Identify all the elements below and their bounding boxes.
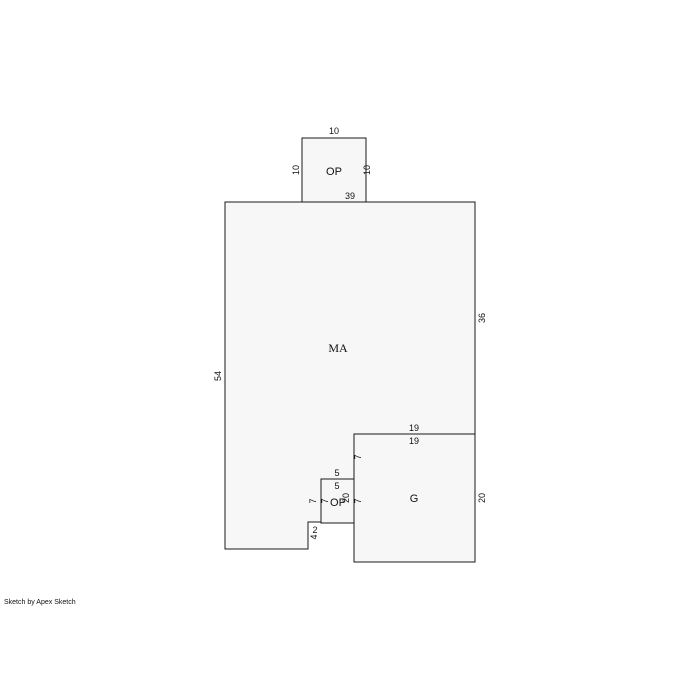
small-porch-top-outer-dimension: 5: [334, 468, 339, 478]
garage-right-dimension: 20: [477, 493, 487, 503]
garage-left-upper-dimension: 7: [353, 454, 363, 459]
small-porch-right-dimension-a: 7: [320, 498, 330, 503]
top-porch-label: OP: [326, 166, 342, 178]
garage-top-outer-dimension: 19: [409, 423, 419, 433]
top-porch-outline: [301, 137, 367, 203]
garage-outline: [353, 433, 476, 563]
sketch-credit: Sketch by Apex Sketch: [4, 599, 76, 606]
step-width-dimension: 2: [312, 525, 317, 535]
garage-label: G: [410, 493, 419, 505]
garage-left-lower-dimension: 7: [353, 498, 363, 503]
step-height-dimension: 4: [309, 534, 319, 539]
main-area-label: MA: [328, 341, 348, 355]
small-porch-label: OP: [330, 497, 346, 509]
top-porch-width-dimension: 10: [329, 126, 339, 136]
small-porch-left-dimension: 7: [308, 498, 318, 503]
small-porch-outline: [320, 478, 355, 524]
top-porch-right-dimension: 10: [362, 165, 372, 175]
small-porch-top-inner-dimension: 5: [334, 481, 339, 491]
main-right-dimension: 36: [477, 313, 487, 323]
main-top-dimension: 39: [345, 191, 355, 201]
top-porch-left-dimension: 10: [291, 165, 301, 175]
garage-top-inner-dimension: 19: [409, 436, 419, 446]
main-left-dimension: 54: [213, 371, 223, 381]
small-porch-right-dimension-b: 20: [341, 493, 351, 503]
